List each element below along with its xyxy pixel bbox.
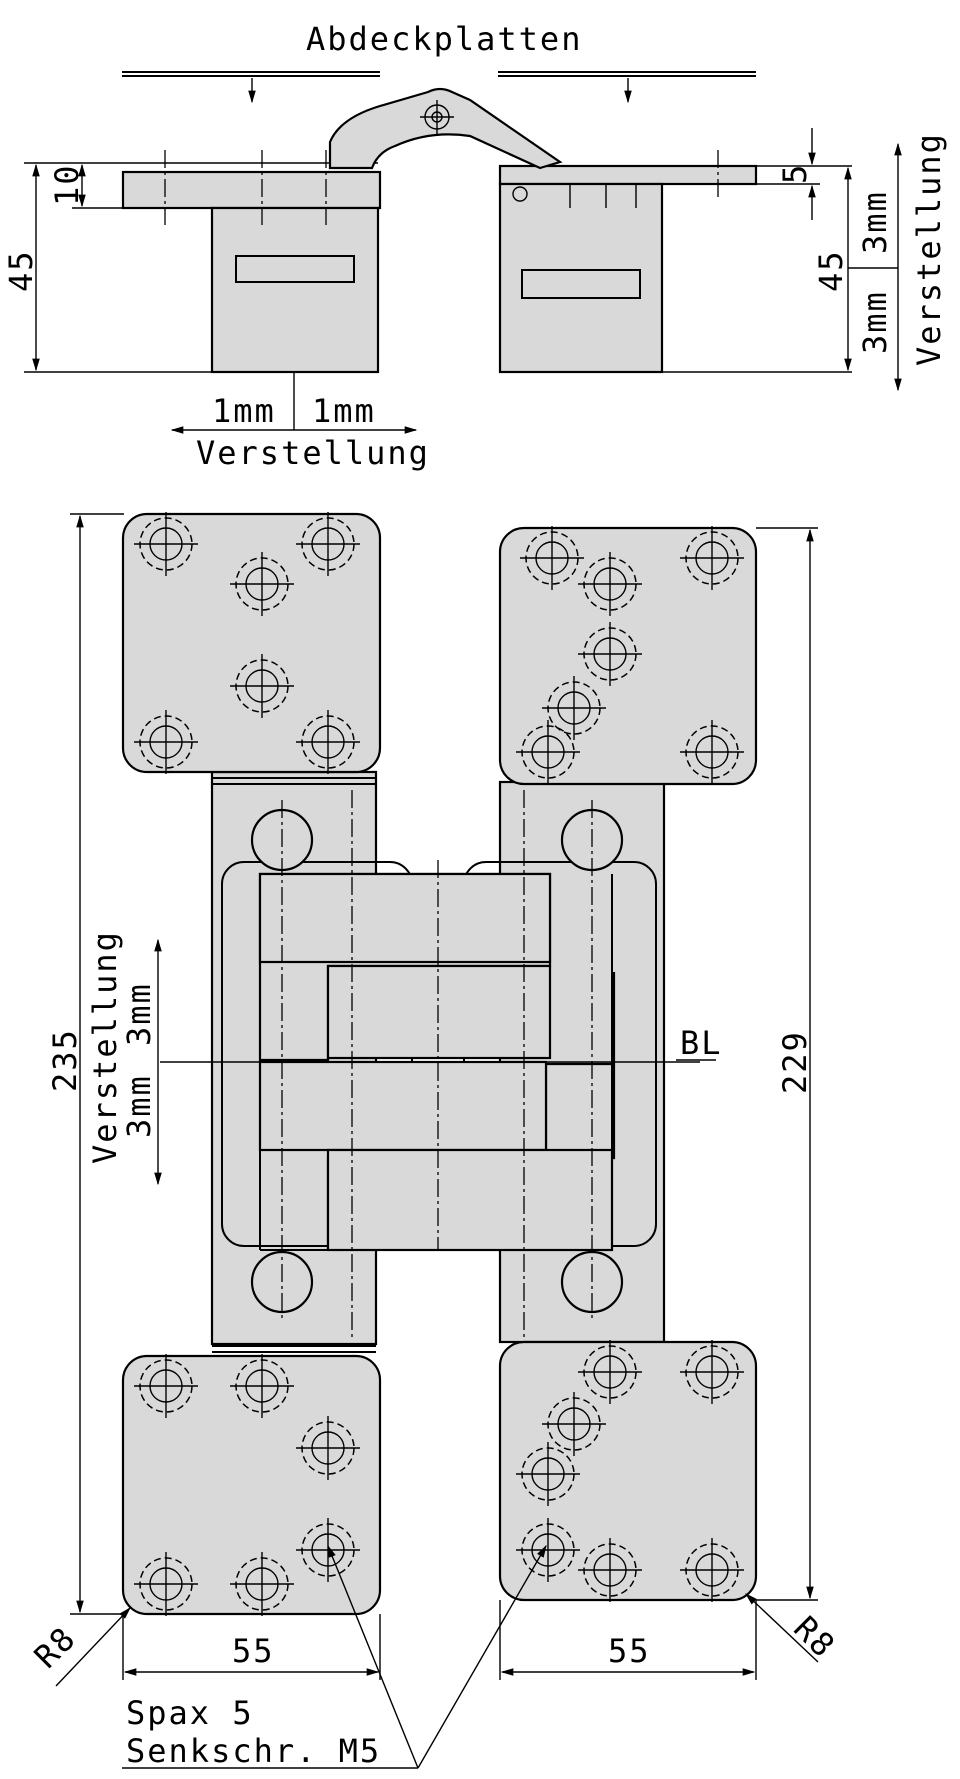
dim-5: 5 [776, 163, 814, 184]
dim-55-left: 55 [232, 1632, 275, 1670]
screw-hole-14 [230, 1354, 294, 1418]
screw-hole-12 [680, 720, 744, 784]
screw-hole-25 [680, 1538, 744, 1602]
screw-hole-16 [578, 1340, 642, 1404]
screw-hole-24 [578, 1538, 642, 1602]
adjust-1mm-left: 1mm [212, 392, 276, 430]
adjust-3mm-up-front: 3mm [120, 982, 158, 1046]
screw-hole-15 [296, 1416, 360, 1480]
plate-bottom-right [498, 1340, 758, 1602]
screw-hole-6 [520, 526, 584, 590]
plate-top-left [121, 512, 382, 774]
dim-229: 229 [776, 1030, 814, 1094]
screw-hole-18 [542, 1392, 606, 1456]
hinge-arm [328, 87, 563, 170]
dim-55-right: 55 [608, 1632, 651, 1670]
screw-hole-21 [230, 1552, 294, 1616]
screw-hole-9 [578, 622, 642, 686]
dim-235: 235 [46, 1028, 84, 1092]
front-view: BL 3mm 3mm Verstellung 235 229 55 55 [27, 512, 843, 1770]
adjust-label-front: Verstellung [86, 930, 124, 1164]
screw-hole-19 [516, 1442, 580, 1506]
dim-10: 10 [48, 163, 86, 206]
radius-right: R8 [786, 1609, 843, 1666]
adjust-3mm-down: 3mm [856, 290, 894, 354]
screw-hole-11 [516, 720, 580, 784]
adjust-1mm-right: 1mm [312, 392, 376, 430]
radius-left: R8 [27, 1619, 84, 1676]
left-body [210, 206, 380, 374]
screw-hole-13 [134, 1354, 198, 1418]
adjust-3mm-down-front: 3mm [120, 1074, 158, 1138]
right-body [498, 182, 664, 374]
screw-label-line2: Senkschr. M5 [126, 1732, 381, 1770]
screw-hole-0 [134, 512, 198, 576]
screw-hole-20 [134, 1552, 198, 1616]
plate-bottom-left [121, 1354, 382, 1616]
dim-45-right: 45 [812, 249, 850, 292]
baseline-label: BL [680, 1024, 723, 1062]
left-body-plate [121, 170, 382, 210]
screw-holes [134, 512, 744, 1616]
screw-hole-3 [230, 654, 294, 718]
dim-45-left: 45 [2, 249, 40, 292]
cover-plates-label: Abdeckplatten [306, 20, 582, 58]
screw-hole-10 [542, 676, 606, 740]
screw-hole-2 [230, 552, 294, 616]
adjust-3mm-up: 3mm [856, 190, 894, 254]
screw-hole-8 [578, 552, 642, 616]
top-side-view: Abdeckplatten 45 10 [2, 20, 948, 472]
adjust-label-bottom: Verstellung [196, 434, 430, 472]
screw-hole-7 [680, 526, 744, 590]
adjust-label-right: Verstellung [910, 132, 948, 366]
screw-hole-17 [680, 1340, 744, 1404]
screw-label-line1: Spax 5 [126, 1694, 254, 1732]
screw-hole-4 [296, 710, 360, 774]
screw-hole-5 [134, 710, 198, 774]
screw-hole-1 [296, 512, 360, 576]
screw-hole-23 [516, 1518, 580, 1582]
